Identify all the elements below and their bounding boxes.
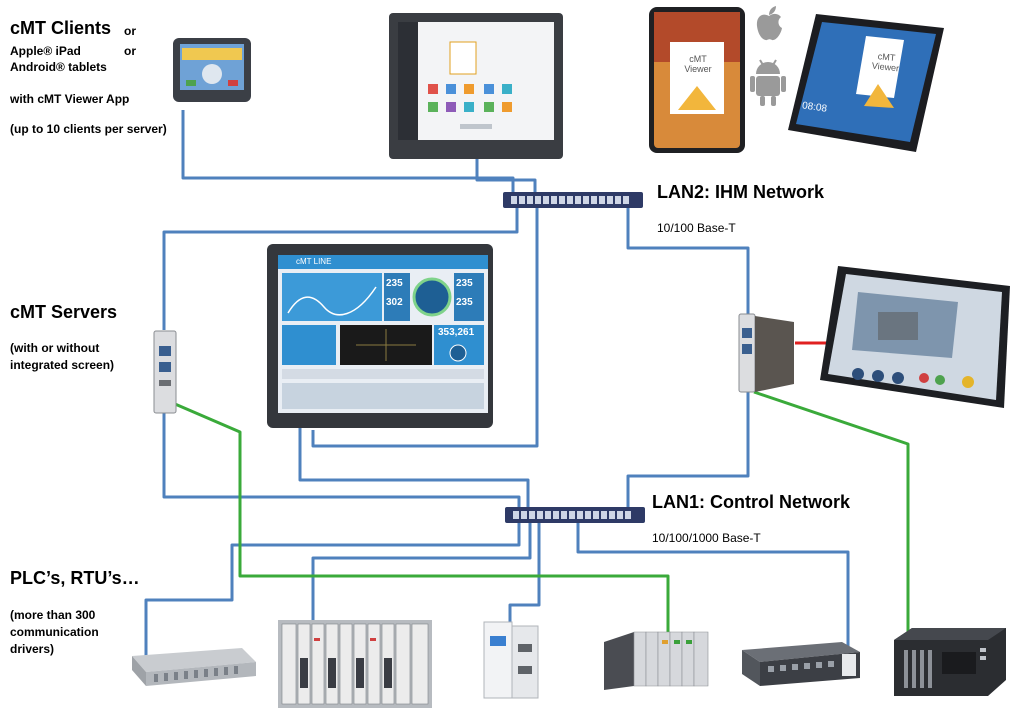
- clients-title: cMT Clients: [10, 18, 112, 38]
- main-hmi-readout-2: 302: [386, 297, 403, 308]
- servers-line-2: (with or without: [10, 341, 100, 355]
- wire-server-left-lan1: [162, 412, 521, 508]
- clients-or-1: or: [124, 24, 136, 38]
- main-hmi-readout-4: 235: [456, 297, 473, 308]
- tablet-app-name: cMT Viewer: [871, 51, 900, 74]
- wire-plc1-lan1: [144, 522, 521, 660]
- ipad-app-name: cMT Viewer: [684, 54, 712, 74]
- servers-title: cMT Servers: [10, 302, 118, 322]
- clients-line-limit: (up to 10 clients per server): [10, 122, 167, 136]
- wire-plc5-lan1: [576, 522, 850, 650]
- lan2-switch: [503, 190, 643, 210]
- main-hmi-readout-1: 235: [386, 278, 403, 289]
- lan1-speed: 10/100/1000 Base-T: [652, 531, 761, 545]
- wire-client-tablet-lan2: [181, 110, 515, 197]
- plc-din-5: [742, 638, 860, 686]
- wire-control-left: [174, 402, 670, 660]
- cmt-main-hmi-screen: cMT LINE 235 302 235 235 353,261: [266, 243, 494, 429]
- main-hmi-value: 353,261: [438, 327, 475, 338]
- plc-rack-1: [132, 646, 256, 688]
- android-tablet-client: cMT Viewer 08:08: [786, 10, 946, 154]
- main-hmi-readout-3: 235: [456, 278, 473, 289]
- cmt-server-box-right: [738, 312, 798, 394]
- wire-server-right-lan1: [626, 388, 750, 508]
- cmt-server-box-left: [153, 330, 177, 414]
- plc-compact-6: [894, 622, 1006, 698]
- lan2-speed: 10/100 Base-T: [657, 221, 736, 235]
- lan1-title: LAN1: Control Network: [652, 492, 850, 512]
- lan2-title: LAN2: IHM Network: [657, 182, 825, 202]
- servers-line-3: integrated screen): [10, 358, 115, 372]
- wire-hmi-top-lan2: [475, 158, 537, 197]
- plc-compact-3: [482, 618, 542, 700]
- ipad-client: cMT Viewer: [648, 6, 746, 154]
- plc-line-3: communication: [10, 625, 99, 639]
- small-hmi-client: [172, 36, 252, 106]
- plc-line-2: (more than 300: [10, 608, 96, 622]
- main-hmi-brand: cMT LINE: [296, 257, 332, 266]
- android-icon: [750, 56, 786, 108]
- wire-main-hmi-lan2: [311, 208, 539, 448]
- wire-main-hmi-lan1: [298, 428, 530, 508]
- plc-modular-4: [604, 628, 716, 692]
- clients-line-android: Android® tablets: [10, 60, 107, 74]
- wire-server-right-lan2: [626, 208, 750, 318]
- wire-server-left-lan2: [162, 208, 519, 330]
- hmi-client-top: [388, 12, 564, 160]
- clients-line-app: with cMT Viewer App: [10, 92, 130, 106]
- clients-or-2: or: [124, 44, 136, 58]
- apple-icon: [754, 4, 784, 44]
- clients-line-ipad: Apple® iPad: [10, 44, 81, 58]
- plc-line-4: drivers): [10, 642, 55, 656]
- plc-rack-2: [278, 618, 432, 710]
- industrial-display-screen: [818, 262, 1012, 408]
- lan1-switch: [505, 505, 645, 525]
- wire-control-right: [753, 390, 910, 640]
- plc-title: PLC’s, RTU’s…: [10, 568, 140, 588]
